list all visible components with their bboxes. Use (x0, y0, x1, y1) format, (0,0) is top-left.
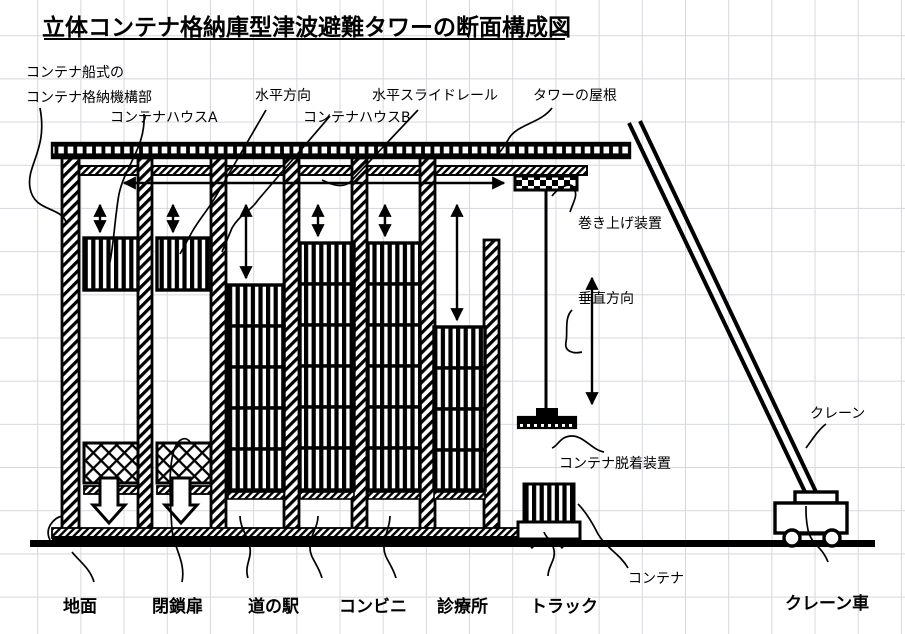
container-unit (82, 236, 140, 292)
container-detach-device (516, 408, 578, 430)
container-unit (432, 448, 487, 492)
bay-4-convenience-store (298, 203, 356, 500)
column-3 (209, 156, 228, 537)
label-horizontal-slide-rail: 水平スライドレール (372, 88, 498, 104)
truck-container (522, 482, 576, 524)
label-tower-roof: タワーの屋根 (533, 88, 617, 104)
truck-assembly (516, 482, 582, 550)
container-unit (366, 405, 422, 450)
leader-clinic (383, 515, 397, 579)
container-unit (366, 364, 422, 409)
bay-5-clinic (366, 203, 422, 500)
hoisting-device-assembly (513, 174, 579, 410)
leader-vertical (564, 309, 583, 354)
label-container-ship-mechanism-line2: コンテナ格納機構部 (26, 90, 152, 106)
container-unit (226, 447, 286, 492)
label-hoisting-device: 巻き上げ装置 (578, 216, 662, 232)
leader-horizontal (179, 109, 267, 255)
bay-1-container-house-a (82, 203, 140, 526)
container-unit (432, 366, 487, 411)
label-closure-door: 閉鎖扉 (152, 597, 203, 617)
container-unit (298, 323, 356, 368)
leader-roof (495, 107, 553, 157)
container-unit (366, 241, 422, 286)
label-horizontal-direction: 水平方向 (255, 88, 311, 104)
label-ground: 地面 (63, 597, 97, 617)
container-unit (226, 365, 286, 410)
crane-truck-body (773, 501, 849, 535)
crane-wheel (822, 528, 842, 548)
closure-door-1 (82, 441, 140, 485)
ground-line (30, 540, 875, 547)
container-unit (298, 446, 356, 492)
label-convenience-store: コンビニ (339, 597, 407, 617)
leader-storage-mechanism (28, 107, 67, 223)
bay-3-roadside-station (226, 203, 286, 500)
ground-assembly (30, 527, 875, 547)
container-unit (226, 283, 286, 328)
column-1 (60, 156, 81, 537)
leader-ground-2 (47, 515, 63, 541)
door-open-arrow-1 (89, 476, 129, 526)
leader-house-b (221, 115, 331, 253)
label-clinic: 診療所 (437, 597, 488, 617)
label-roadside-station: 道の駅 (248, 597, 299, 617)
leader-convenience (309, 515, 323, 579)
leader-ground (71, 551, 95, 583)
label-container-detach-device: コンテナ脱着装置 (559, 456, 671, 472)
leader-crane (805, 423, 827, 449)
tower-roof-assembly (50, 141, 632, 176)
bay-6-right-stack (432, 203, 487, 500)
label-container: コンテナ (628, 571, 684, 587)
leader-crane-truck (805, 505, 829, 563)
title-underline (44, 38, 565, 40)
leader-truck (543, 531, 556, 577)
container-unit (298, 241, 356, 286)
container-unit (366, 446, 422, 492)
label-container-house-b: コンテナハウスB (303, 110, 411, 126)
container-unit (298, 405, 356, 450)
tower-roof (52, 143, 630, 158)
leader-station (239, 515, 252, 579)
horizontal-slide-rail (68, 166, 587, 175)
leader-door (169, 437, 191, 583)
column-4 (282, 156, 301, 537)
leader-house-a (109, 113, 145, 263)
label-truck: トラック (530, 597, 598, 617)
truck-bed (516, 520, 582, 541)
crane-assembly (627, 120, 849, 548)
leader-lines (28, 107, 829, 583)
leader-detach (551, 435, 605, 453)
label-crane-truck: クレーン車 (785, 594, 870, 614)
container-unit (226, 406, 286, 451)
crane-boom-lower (638, 120, 819, 495)
page-title: 立体コンテナ格納庫型津波避難タワーの断面構成図 (42, 15, 571, 41)
label-container-ship-mechanism-line1: コンテナ船式の (26, 65, 124, 81)
bay-2-container-house-b (155, 203, 213, 526)
leader-hoist (551, 184, 577, 213)
label-crane: クレーン (810, 406, 866, 422)
container-unit (226, 324, 286, 369)
container-unit (366, 282, 422, 327)
crane-boom-upper (627, 122, 808, 495)
label-container-house-a: コンテナハウスA (110, 110, 218, 126)
container-unit (366, 323, 422, 368)
label-vertical-direction: 垂直方向 (578, 291, 634, 307)
leader-container (577, 503, 629, 569)
container-unit (432, 325, 487, 370)
container-unit (298, 364, 356, 409)
container-unit (432, 407, 487, 452)
crane-wheel (782, 528, 802, 548)
container-unit (298, 282, 356, 327)
container-unit (155, 236, 213, 292)
leader-slide-rail (321, 109, 419, 187)
column-2 (136, 156, 154, 537)
hoisting-device (515, 176, 577, 190)
